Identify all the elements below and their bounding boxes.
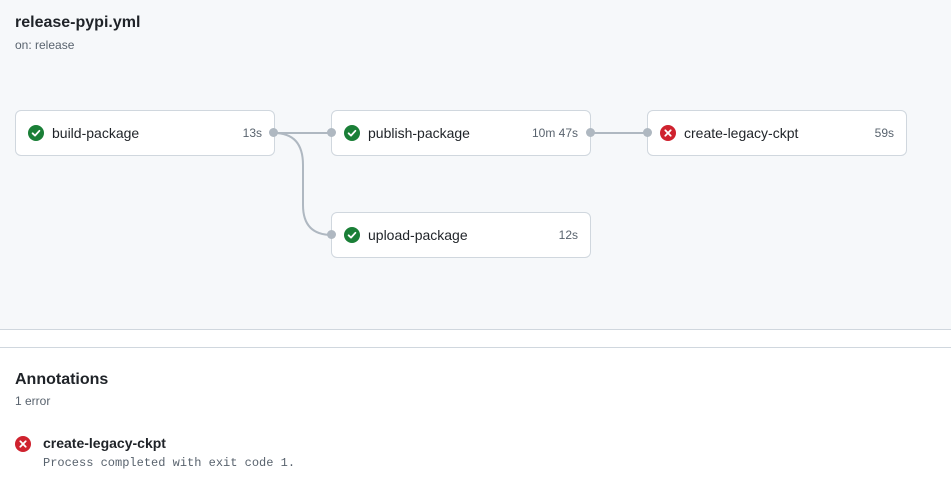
workflow-trigger: on: release — [15, 38, 75, 52]
job-upload-package[interactable]: upload-package 12s — [331, 212, 591, 258]
annotation-item: create-legacy-ckpt Process completed wit… — [15, 435, 915, 475]
x-circle-icon — [15, 436, 31, 452]
x-circle-icon — [660, 125, 676, 141]
job-duration: 13s — [242, 126, 262, 140]
job-duration: 12s — [558, 228, 578, 242]
workflow-title: release-pypi.yml — [15, 14, 141, 31]
job-create-legacy-ckpt[interactable]: create-legacy-ckpt 59s — [647, 110, 907, 156]
port-build-out — [269, 128, 278, 137]
job-name: build-package — [52, 125, 140, 141]
job-name: create-legacy-ckpt — [684, 125, 799, 141]
annotations-title: Annotations — [15, 371, 109, 388]
port-publish-out — [586, 128, 595, 137]
job-duration: 59s — [874, 126, 894, 140]
annotation-job-link[interactable]: create-legacy-ckpt — [43, 435, 166, 451]
check-circle-icon — [344, 227, 360, 243]
port-publish-in — [327, 128, 336, 137]
port-legacy-in — [643, 128, 652, 137]
port-upload-in — [327, 230, 336, 239]
job-name: upload-package — [368, 227, 468, 243]
job-build-package[interactable]: build-package 13s — [15, 110, 275, 156]
annotations-count: 1 error — [15, 394, 51, 408]
job-publish-package[interactable]: publish-package 10m 47s — [331, 110, 591, 156]
annotation-message: Process completed with exit code 1. — [43, 456, 296, 470]
check-circle-icon — [344, 125, 360, 141]
section-divider — [0, 347, 951, 348]
check-circle-icon — [28, 125, 44, 141]
job-name: publish-package — [368, 125, 470, 141]
job-connectors — [273, 132, 648, 236]
connector-build-to-upload — [273, 132, 333, 236]
workflow-graph-area: release-pypi.yml on: release build-packa… — [0, 14, 951, 330]
job-duration: 10m 47s — [531, 126, 578, 140]
